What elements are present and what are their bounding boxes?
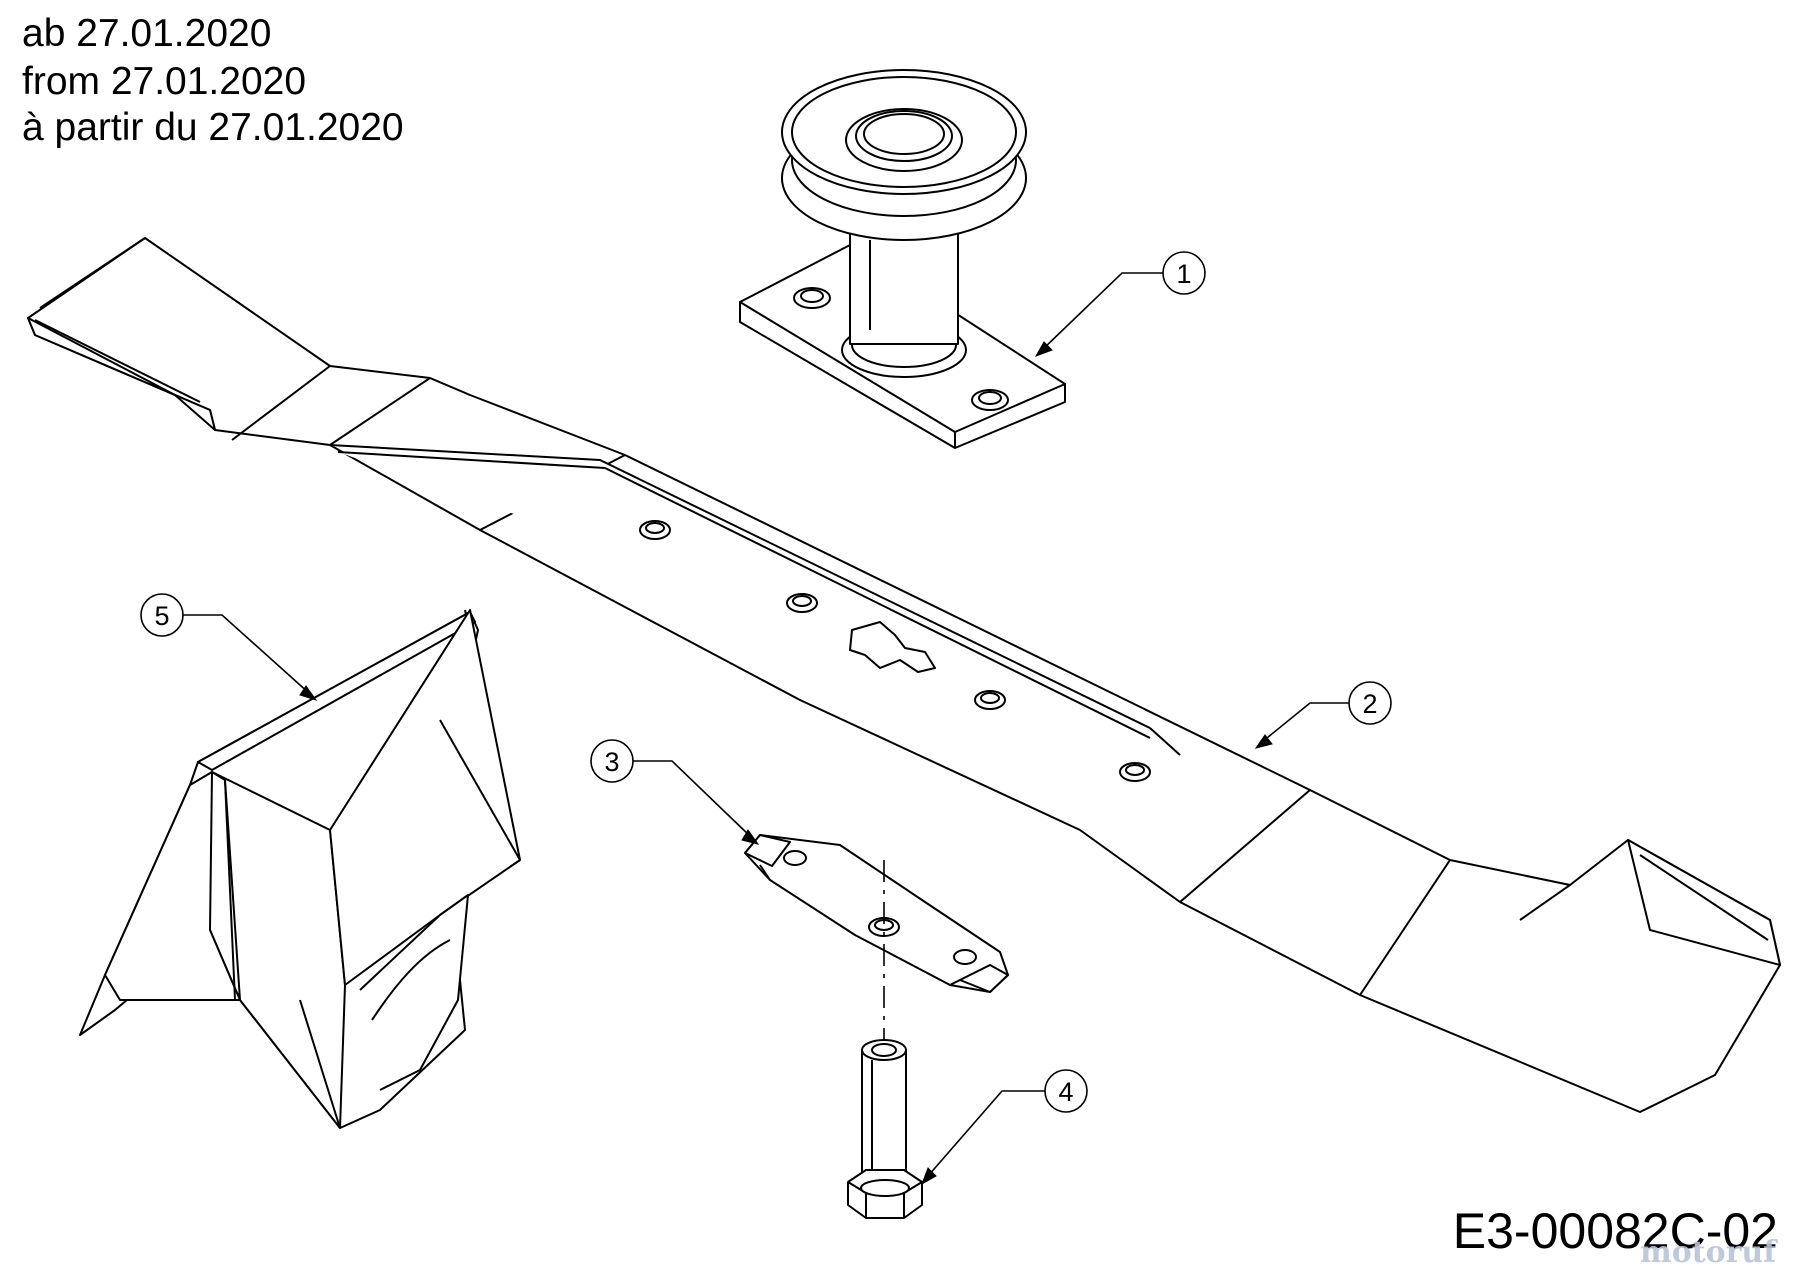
callout-number: 2 [1362, 689, 1377, 719]
callout-3: 3 [590, 739, 760, 845]
hex-bolt [847, 1039, 923, 1219]
date-line-de: ab 27.01.2020 [22, 12, 272, 55]
date-line-fr: à partir du 27.01.2020 [22, 106, 404, 149]
callout-number: 1 [1176, 259, 1191, 289]
drawing-code: E3-00082C-02 [1452, 1203, 1778, 1259]
callout-4: 4 [921, 1069, 1088, 1186]
watermark-logo: motoruf [1640, 1235, 1777, 1270]
callout-number: 4 [1058, 1077, 1073, 1107]
spindle-pulley [739, 69, 1066, 449]
callout-number: 3 [604, 747, 619, 777]
mower-blade [27, 237, 1781, 1113]
callout-1: 1 [1034, 251, 1206, 357]
callout-number: 5 [154, 601, 169, 631]
mulching-deflector [79, 609, 521, 1129]
blade-adapter [744, 834, 1009, 993]
callout-2: 2 [1254, 681, 1392, 749]
callout-5: 5 [140, 593, 318, 701]
date-line-en: from 27.01.2020 [22, 60, 307, 103]
